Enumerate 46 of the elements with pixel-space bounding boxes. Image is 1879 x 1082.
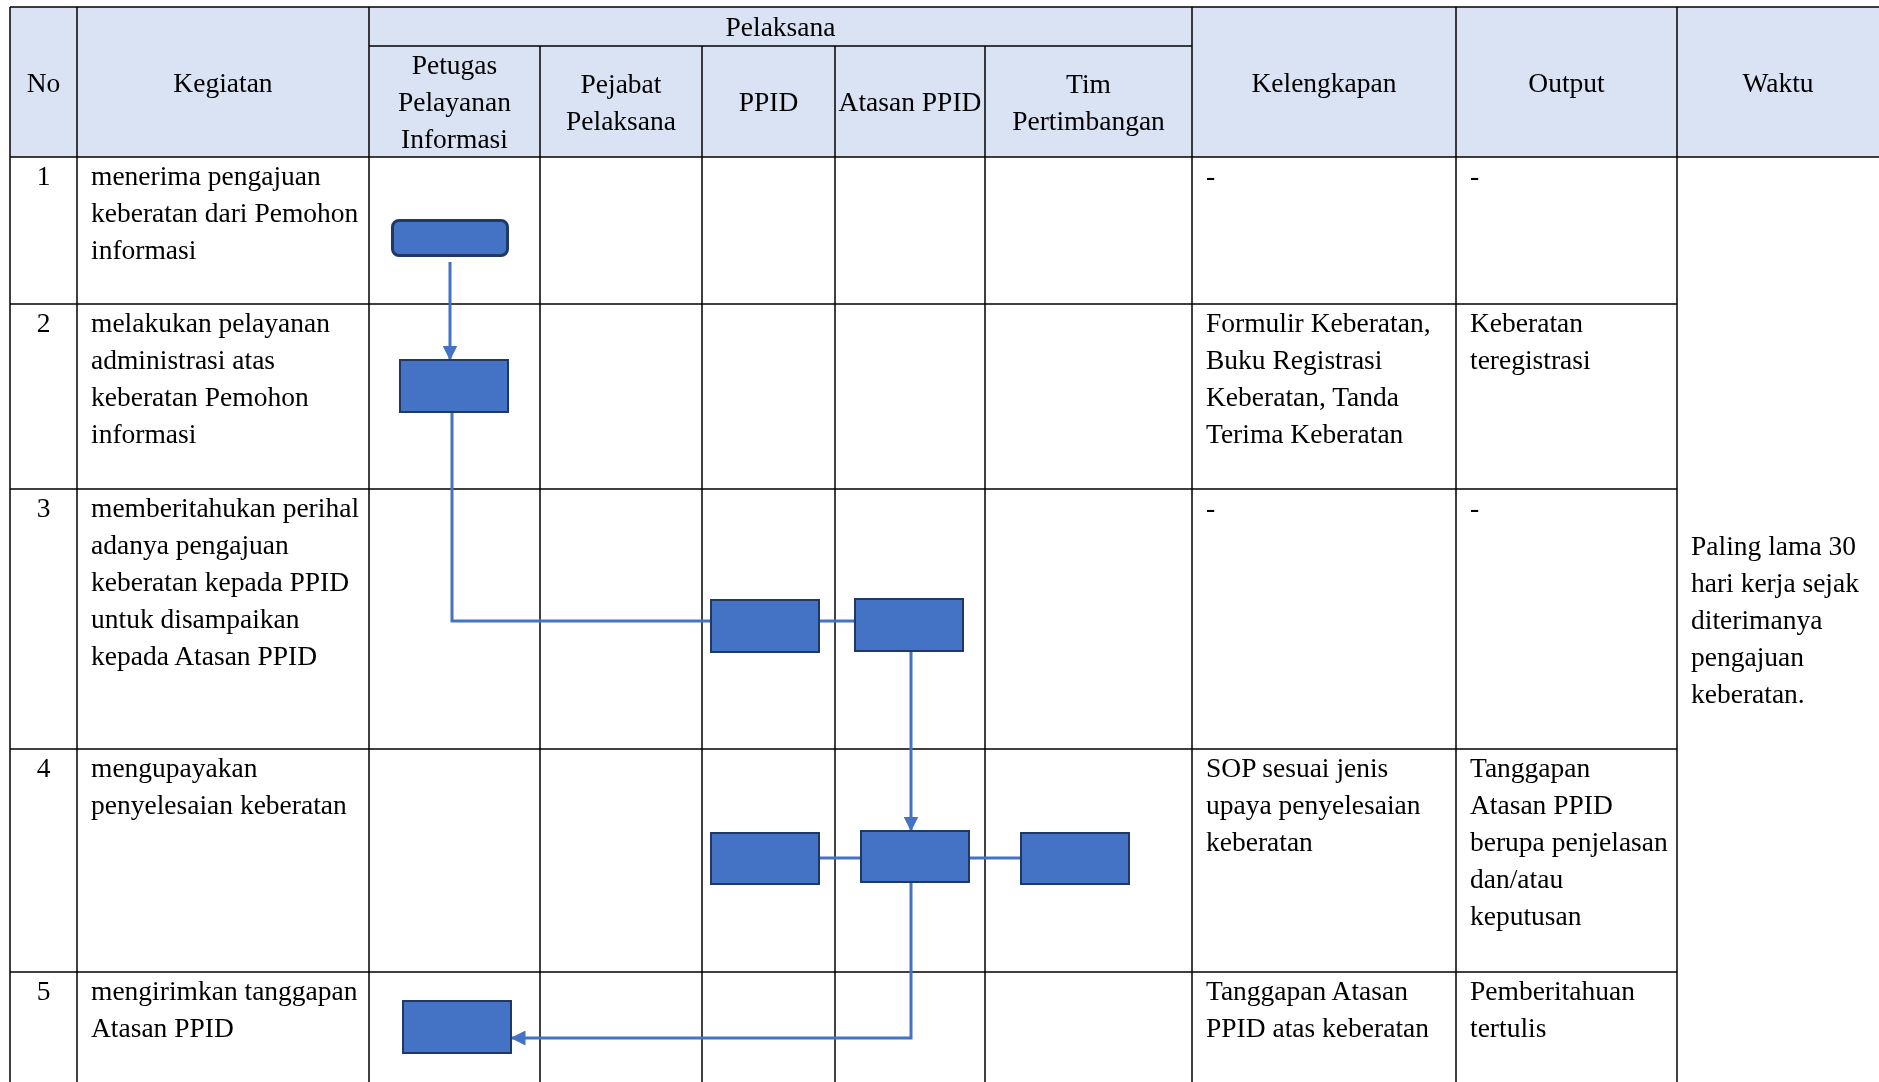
column-header: Waktu [1742,65,1814,100]
output-text: Tanggapan Atasan PPID berupa penjelasan dan/atau keputusan [1470,751,1669,933]
process-box [391,219,509,257]
column-header: Atasan PPID [838,85,982,119]
output-text: - [1470,491,1480,525]
output-text: - [1470,159,1480,193]
process-box [402,1000,512,1054]
requirement-text: Tanggapan Atasan PPID atas keberatan [1206,974,1430,1045]
arrow [903,652,919,832]
column-header: No [26,65,61,100]
connector-line [450,413,710,623]
connector-line [970,856,1020,860]
row-number: 5 [36,974,51,1008]
column-header: Output [1528,65,1605,100]
activity-text: mengupayakan penyelesaian keberatan [91,751,348,822]
column-header: Pelaksana [725,10,836,44]
column-header: Tim Pertimbangan [1011,66,1166,138]
process-box [1020,832,1130,885]
output-text: Pemberitahuan tertulis [1470,974,1636,1045]
requirement-text: - [1206,491,1216,525]
column-header: Kelengkapan [1251,65,1397,100]
process-box [854,598,964,652]
row-number: 3 [36,491,51,525]
requirement-text: SOP sesuai jenis upaya penyelesaian keberatan [1206,751,1422,859]
row-number: 2 [36,306,51,340]
row-number: 4 [36,751,51,785]
requirement-text: - [1206,159,1216,193]
column-header: Kegiatan [173,65,273,100]
activity-text: menerima pengajuan keberatan dari Pemohon informasi [91,159,360,267]
connector-line [820,856,860,860]
activity-text: memberitahukan perihal adanya pengajuan keberatan kepada PPID untuk disampaikan kepada Atasan PPID [91,491,361,673]
activity-text: mengirimkan tanggapan Atasan PPID [91,974,359,1045]
time-limit-text: Paling lama 30 hari kerja sejak diterimanya pengajuan keberatan. [1691,529,1860,711]
output-text: Keberatan teregistrasi [1470,306,1592,377]
process-box [710,599,820,653]
column-header: Petugas Pelayanan Informasi [397,48,512,156]
activity-text: melakukan pelayanan administrasi atas keberatan Pemohon informasi [91,306,331,451]
row-number: 1 [36,159,51,193]
process-box [710,832,820,885]
connector-line [820,619,854,623]
process-box [860,830,970,883]
process-box [399,359,509,413]
column-header: Pejabat Pelaksana [565,66,677,138]
requirement-text: Formulir Keberatan, Buku Registrasi Keberatan, Tanda Terima Keberatan [1206,306,1432,451]
column-header: PPID [738,85,799,119]
arrow [442,262,458,361]
